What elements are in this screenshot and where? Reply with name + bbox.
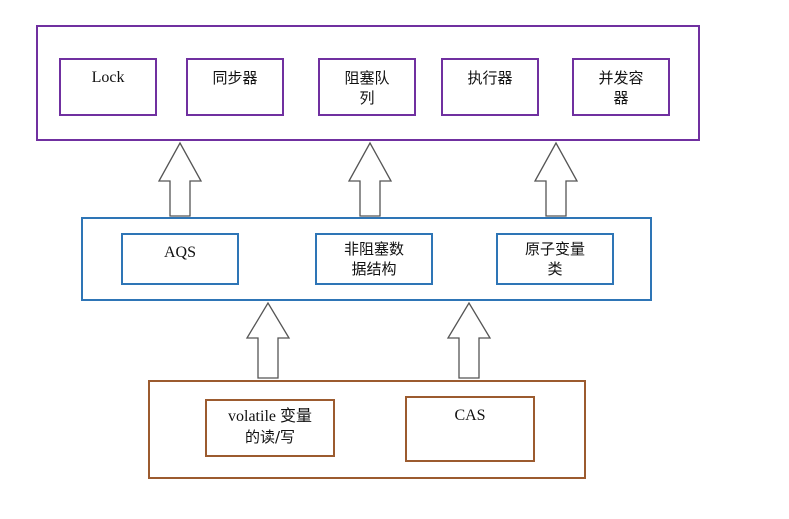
blocking-queue-label-line2: 列 [359, 89, 375, 107]
arrow-bot-to-mid-1 [245, 301, 291, 379]
aqs-box: AQS [121, 233, 239, 285]
concurrent-container-label-line2: 器 [613, 89, 629, 107]
nonblocking-data-structure-box: 非阻塞数 据结构 [315, 233, 433, 285]
arrow-mid-to-top-2 [347, 141, 393, 217]
cas-label: CAS [454, 407, 486, 424]
concurrent-container-label-line1: 并发容 [598, 69, 644, 87]
volatile-read-write-box: volatile 变量 的读/写 [205, 399, 335, 457]
arrow-mid-to-top-3 [533, 141, 579, 217]
atomic-variable-class-box: 原子变量 类 [496, 233, 614, 285]
atomic-label-line1: 原子变量 [524, 240, 585, 258]
arrow-bot-to-mid-2 [446, 301, 492, 379]
concurrent-container-box: 并发容 器 [572, 58, 670, 116]
cas-box: CAS [405, 396, 535, 462]
executor-label: 执行器 [467, 69, 513, 87]
blocking-queue-label-line1: 阻塞队 [344, 69, 390, 87]
synchronizer-box: 同步器 [186, 58, 284, 116]
blocking-queue-box: 阻塞队 列 [318, 58, 416, 116]
aqs-label: AQS [163, 244, 196, 261]
executor-box: 执行器 [441, 58, 539, 116]
volatile-label-line2: 的读/写 [244, 428, 296, 446]
nonblocking-label-line1: 非阻塞数 [343, 240, 404, 258]
atomic-label-line2: 类 [547, 260, 563, 278]
arrow-mid-to-top-1 [157, 141, 203, 217]
lock-label: Lock [91, 69, 125, 86]
volatile-label-line1: volatile 变量 [228, 408, 312, 425]
lock-box: Lock [59, 58, 157, 116]
synchronizer-label: 同步器 [212, 69, 258, 87]
nonblocking-label-line2: 据结构 [351, 260, 397, 278]
